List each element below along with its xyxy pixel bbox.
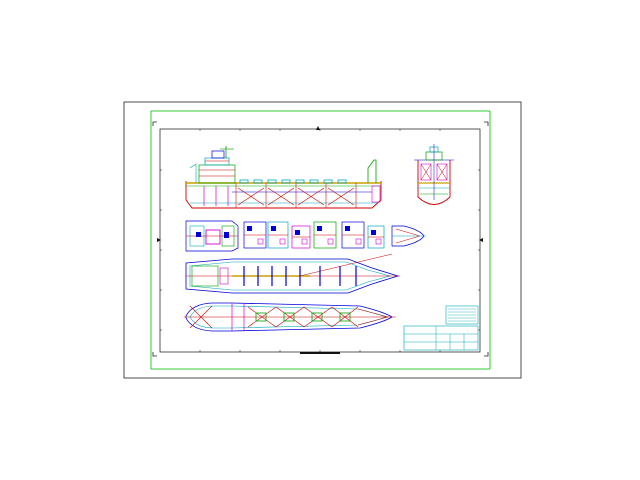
- tank-brace: [275, 306, 305, 328]
- sheet-border: [123, 101, 522, 379]
- hold-brace: [297, 187, 325, 206]
- right-center-marker-icon: [479, 238, 483, 242]
- hold-brace: [327, 187, 355, 206]
- title-block: [403, 325, 479, 351]
- section-detail: [279, 238, 286, 245]
- tank-panel: [283, 312, 295, 322]
- tank-brace: [331, 306, 359, 328]
- print-area-rect: [150, 110, 491, 370]
- section-detail: [257, 238, 264, 245]
- frame-ticks: [160, 129, 480, 352]
- profile-hull-outline: [185, 181, 382, 209]
- profile-view: [185, 146, 382, 209]
- deck-sections-row: [185, 220, 426, 252]
- section-fill: [271, 226, 276, 231]
- tank-brace: [247, 306, 277, 328]
- upper-deck-plan: [185, 253, 400, 294]
- hold-brace: [237, 187, 265, 206]
- hatch-coaming: [267, 179, 277, 184]
- section-fill: [295, 230, 300, 235]
- hatch-coaming: [309, 179, 319, 184]
- hatch-coaming: [253, 179, 263, 184]
- section-detail: [327, 238, 334, 245]
- left-center-marker-icon: [157, 238, 161, 242]
- tank-panel: [311, 312, 323, 322]
- section-fill: [345, 226, 350, 231]
- tank-brace: [303, 306, 333, 328]
- bottom-scale-bar: [300, 352, 340, 354]
- corner-brackets: [152, 121, 489, 357]
- hatch-coaming: [337, 179, 347, 184]
- top-center-marker-icon: [316, 126, 320, 130]
- section-fill: [317, 226, 322, 231]
- section-fill: [371, 230, 376, 235]
- body-plan-view: [414, 144, 454, 205]
- hatch-coaming: [281, 179, 291, 184]
- tank-top-plan: [184, 302, 396, 332]
- tank-panel: [339, 312, 351, 322]
- revision-table: [445, 305, 479, 325]
- tank-bow-brace: [357, 308, 390, 326]
- section-detail: [375, 238, 382, 245]
- section-fill: [247, 226, 252, 231]
- section-detail: [355, 238, 362, 245]
- hatch-coaming: [239, 179, 249, 184]
- tank-panel: [255, 312, 267, 322]
- revision-table-border: [445, 305, 479, 325]
- hatch-coaming: [295, 179, 305, 184]
- hold-brace: [267, 187, 295, 206]
- hatch-coaming: [323, 179, 333, 184]
- section-detail: [301, 238, 308, 245]
